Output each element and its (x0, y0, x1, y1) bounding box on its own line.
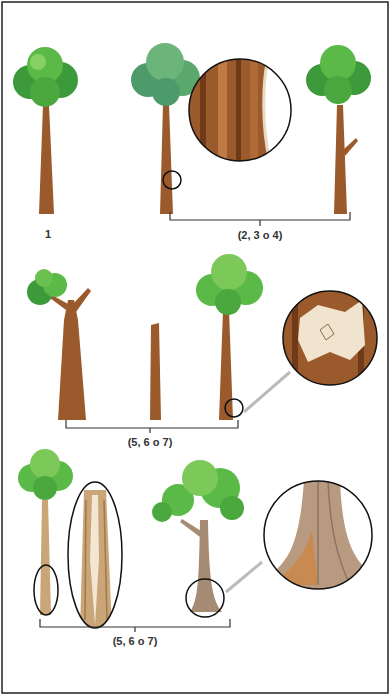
wood-mark (320, 324, 334, 340)
bracket (66, 420, 238, 433)
detail-marker (225, 399, 243, 417)
broken-branch (72, 288, 91, 312)
bark-zoom (188, 58, 292, 162)
bark (282, 290, 378, 386)
crown (33, 476, 57, 500)
crown (30, 77, 60, 107)
trunk (80, 490, 112, 630)
detail-marker (186, 579, 224, 617)
zoom-pointer (226, 562, 262, 592)
crown (146, 43, 184, 81)
healthy-tree (13, 47, 78, 214)
detail-marker (163, 171, 181, 189)
bark (188, 58, 292, 162)
bark-stripe (236, 58, 241, 162)
bark-line (85, 500, 86, 620)
exposed-wood (298, 300, 365, 362)
detail-marker (34, 565, 58, 615)
bracket (170, 212, 350, 226)
trunk-crack-zoom (66, 480, 124, 630)
dead-stump (150, 323, 161, 420)
zoom-pointer (244, 372, 290, 412)
zoom-circle (283, 291, 377, 385)
tree-with-wound (131, 43, 200, 214)
bark-stripe (218, 58, 227, 162)
crown (35, 269, 53, 287)
bark-line (104, 500, 107, 620)
condition-range: (2, 3 o 4) (236, 229, 285, 242)
trunk (39, 105, 54, 214)
crown (220, 496, 244, 520)
zoom-circle (189, 59, 291, 161)
branch (50, 295, 68, 310)
bracket (40, 619, 230, 632)
tree-broken-branch (306, 45, 371, 214)
tree-lost-branches (27, 269, 91, 420)
condition-range: (5, 6 o 7) (126, 436, 175, 449)
crown (152, 502, 172, 522)
zoom-ellipse (68, 482, 122, 628)
trunk-base (262, 480, 374, 592)
bark-stripe (250, 58, 258, 162)
trunk (160, 105, 173, 214)
branch (180, 519, 206, 540)
condition-number: 1 (43, 228, 53, 241)
crown (30, 449, 60, 479)
ground (66, 480, 124, 630)
tree-root-damage (152, 460, 244, 617)
crown (30, 54, 46, 70)
crown (215, 289, 241, 315)
ground (262, 480, 374, 592)
bark-damage-zoom (282, 290, 378, 386)
crown (152, 78, 180, 106)
crown (211, 254, 247, 290)
zoom-circle (264, 481, 372, 589)
trunk (334, 105, 347, 214)
crack (90, 495, 99, 625)
wound (264, 58, 292, 162)
broken-branch (343, 138, 358, 156)
tree-trunk-crack (18, 449, 73, 615)
bark-line (318, 480, 350, 585)
condition-range: (5, 6 o 7) (111, 635, 160, 648)
wound-edge (264, 58, 270, 162)
trunk (58, 300, 86, 420)
crown (324, 76, 352, 104)
trunk (40, 500, 51, 615)
rot (270, 530, 318, 585)
root-damage-zoom (262, 480, 374, 592)
tree-bark-damage (196, 254, 263, 420)
crown (320, 45, 356, 81)
trunk (190, 520, 222, 612)
crown (182, 460, 218, 496)
